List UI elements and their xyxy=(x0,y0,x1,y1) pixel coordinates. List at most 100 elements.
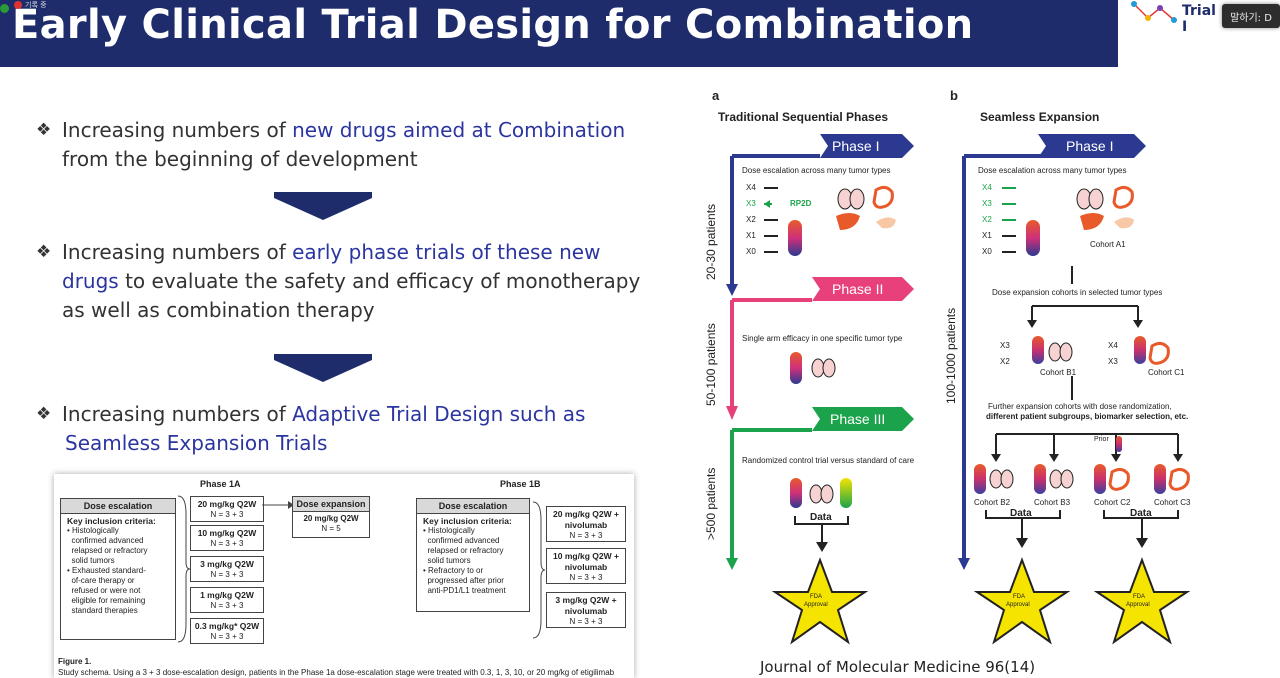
further-expansion-text: different patient subgroups, biomarker s… xyxy=(986,412,1189,421)
approval-label: Approval xyxy=(804,602,828,608)
bullet-text: Increasing numbers of xyxy=(62,240,293,264)
record-dot-icon xyxy=(14,1,22,9)
network-logo-icon xyxy=(1131,1,1177,23)
slide-title-bar: Early Clinical Trial Design for Combinat… xyxy=(0,0,1118,67)
cohort-label: Cohort C1 xyxy=(1148,368,1185,377)
fda-label: FDA xyxy=(810,594,822,600)
dose-level: X0 xyxy=(746,247,756,256)
study-schema-figure: Phase 1A Phase 1B Dose escalation Key in… xyxy=(54,474,634,678)
dose-level: X4 xyxy=(1108,341,1118,350)
journal-citation: Journal of Molecular Medicine 96(14) xyxy=(760,658,1036,676)
criteria-heading: Key inclusion criteria: xyxy=(423,516,512,526)
phase-2-label: Phase II xyxy=(832,281,884,297)
panel-a-title: Traditional Sequential Phases xyxy=(718,110,889,124)
bullet-text: to evaluate the safety and efficacy of m… xyxy=(118,269,641,293)
recording-indicator: 기록 중 xyxy=(14,0,47,10)
rp2d-label: RP2D xyxy=(790,199,812,208)
dose-level: X2 xyxy=(982,215,992,224)
logo-text: Trial I xyxy=(1182,3,1216,35)
box-header: Dose expansion xyxy=(293,497,369,512)
dose-escalation-box-1b: Dose escalation Key inclusion criteria: … xyxy=(416,498,530,612)
criteria-item: • Exhausted standard- of-care therapy or… xyxy=(67,566,146,615)
dose-level: X1 xyxy=(982,231,992,240)
single-arm-text: Single arm efficacy in one specific tumo… xyxy=(742,334,903,343)
dose-level: X3 xyxy=(1108,357,1118,366)
cohort-label: Cohort B1 xyxy=(1040,368,1077,377)
patients-label: 20-30 patients xyxy=(704,203,718,280)
criteria-item: • Refractory to or progressed after prio… xyxy=(423,566,506,595)
dose-level: X3 xyxy=(1000,341,1010,350)
cohort-label: Cohort B2 xyxy=(974,498,1011,507)
dose-level: X2 xyxy=(1000,357,1010,366)
bullet-highlight: new drugs aimed at Combination xyxy=(292,118,626,142)
approval-label: Approval xyxy=(1006,602,1030,608)
criteria-item: • Histologically confirmed advanced rela… xyxy=(67,526,148,565)
dose-level: X4 xyxy=(746,183,756,192)
patients-label: 100-1000 patients xyxy=(944,307,958,404)
recording-icon xyxy=(0,4,9,13)
down-arrow-icon xyxy=(274,192,372,220)
figure-caption: Figure 1. Study schema. Using a 3 + 3 do… xyxy=(58,657,615,677)
panel-b-label: b xyxy=(950,88,958,103)
bullet-highlight: early phase trials of these new xyxy=(292,240,601,264)
dose-expansion-text: Dose expansion cohorts in selected tumor… xyxy=(992,288,1163,297)
panel-b-title: Seamless Expansion xyxy=(980,110,1100,124)
data-label: Data xyxy=(1130,508,1152,519)
arrow-right-icon xyxy=(262,501,294,509)
cohort-label: Cohort C3 xyxy=(1154,498,1191,507)
slide-title: Early Clinical Trial Design for Combinat… xyxy=(12,2,974,48)
bullet-text: Increasing numbers of xyxy=(62,402,293,426)
dose-level: X1 xyxy=(746,231,756,240)
diamond-bullet-icon: ❖ xyxy=(36,404,52,424)
patients-label: >500 patients xyxy=(704,467,718,540)
trial-phases-diagram: a b Traditional Sequential Phases Seamle… xyxy=(700,80,1200,678)
data-label: Data xyxy=(1010,508,1032,519)
bullet-highlight: Adaptive Trial Design such as xyxy=(292,402,586,426)
fda-label: FDA xyxy=(1013,594,1025,600)
recording-label: 기록 중 xyxy=(25,1,47,9)
panel-a-label: a xyxy=(712,88,720,103)
diamond-bullet-icon: ❖ xyxy=(36,242,52,262)
further-expansion-text: Further expansion cohorts with dose rand… xyxy=(988,402,1172,411)
bullet-highlight: Seamless Expansion Trials xyxy=(65,431,328,455)
approval-label: Approval xyxy=(1126,602,1150,608)
dose-level: X3 xyxy=(982,199,992,208)
dose-escalation-text-b: Dose escalation across many tumor types xyxy=(978,166,1127,175)
phase-3-label: Phase III xyxy=(830,411,886,427)
dose-escalation-text: Dose escalation across many tumor types xyxy=(742,166,891,175)
dose-level: X3 xyxy=(746,199,756,208)
prior-label: Prior xyxy=(1094,436,1109,443)
diagram-graphics xyxy=(726,134,1191,645)
cohort-label: Cohort A1 xyxy=(1090,240,1126,249)
bullet-text: Increasing numbers of xyxy=(62,118,293,142)
logo: Trial I xyxy=(1130,0,1220,35)
bullet-text: as well as combination therapy xyxy=(62,298,375,322)
box-header: Dose escalation xyxy=(61,499,175,514)
phase-1a-label: Phase 1A xyxy=(200,479,241,489)
randomized-text: Randomized control trial versus standard… xyxy=(742,456,915,465)
criteria-heading: Key inclusion criteria: xyxy=(67,516,156,526)
dose-escalation-box-1a: Dose escalation Key inclusion criteria: … xyxy=(60,498,176,640)
dose-level: X4 xyxy=(982,183,992,192)
cohort-label: Cohort B3 xyxy=(1034,498,1071,507)
dose-level: X2 xyxy=(746,215,756,224)
bullet-text: from the beginning of development xyxy=(62,147,418,171)
phase-1-label: Phase I xyxy=(832,138,880,154)
down-arrow-icon xyxy=(274,354,372,382)
data-label: Data xyxy=(810,512,832,523)
criteria-item: • Histologically confirmed advanced rela… xyxy=(423,526,504,565)
diamond-bullet-icon: ❖ xyxy=(36,120,52,140)
patients-label: 50-100 patients xyxy=(704,323,718,406)
speak-button[interactable]: 말하기: D xyxy=(1222,4,1280,28)
bullet-highlight: drugs xyxy=(62,269,119,293)
box-header: Dose escalation xyxy=(417,499,529,514)
